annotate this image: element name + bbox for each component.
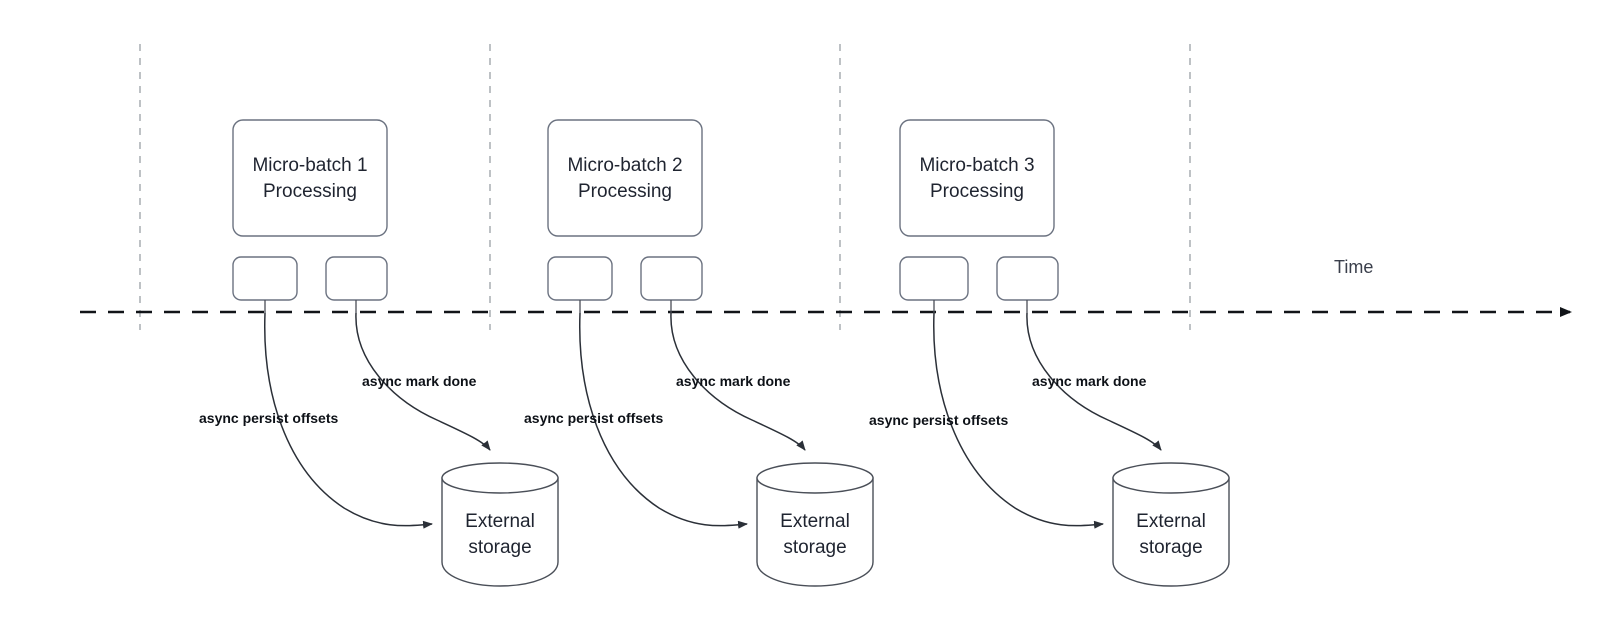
- edge-persist-offsets-3: [933, 312, 1104, 529]
- group-micro-batch-2: Micro-batch 2 Processing async persist o…: [524, 119, 874, 587]
- storage-label-2-line1: External: [780, 511, 850, 532]
- task-box-2a[interactable]: [547, 256, 613, 301]
- edge-label-persist-offsets-3: async persist offsets: [869, 412, 1008, 428]
- process-box-2-line1: Micro-batch 2: [567, 155, 682, 176]
- time-axis-label: Time: [1334, 257, 1373, 277]
- storage-label-1-line1: External: [465, 511, 535, 532]
- group-micro-batch-1: Micro-batch 1 Processing async persist o…: [199, 119, 559, 587]
- storage-cylinder-3-body[interactable]: [1112, 477, 1230, 587]
- task-box-1a[interactable]: [232, 256, 298, 301]
- task-box-3a[interactable]: [899, 256, 969, 301]
- storage-cylinder-3-top: [1112, 462, 1230, 494]
- edge-label-persist-offsets-2: async persist offsets: [524, 410, 663, 426]
- storage-cylinder-1-body[interactable]: [441, 477, 559, 587]
- edge-mark-done-3: [1026, 312, 1162, 451]
- storage-label-3-line2: storage: [1139, 537, 1202, 558]
- edge-persist-offsets-2: [579, 312, 748, 529]
- process-box-2-line2: Processing: [578, 181, 672, 202]
- process-box-2[interactable]: [547, 119, 703, 237]
- storage-label-2-line2: storage: [783, 537, 846, 558]
- storage-cylinder-1-top: [441, 462, 559, 494]
- process-box-1-line2: Processing: [263, 181, 357, 202]
- process-box-3-line2: Processing: [930, 181, 1024, 202]
- storage-label-3-line1: External: [1136, 511, 1206, 532]
- edge-label-persist-offsets-1: async persist offsets: [199, 410, 338, 426]
- group-micro-batch-3: Micro-batch 3 Processing async persist o…: [869, 119, 1230, 587]
- edge-label-mark-done-2: async mark done: [676, 373, 791, 389]
- storage-label-1-line2: storage: [468, 537, 531, 558]
- edge-label-mark-done-3: async mark done: [1032, 373, 1147, 389]
- edge-mark-done-2: [670, 312, 806, 451]
- task-box-1b[interactable]: [325, 256, 388, 301]
- edge-mark-done-1: [355, 312, 491, 451]
- process-box-3[interactable]: [899, 119, 1055, 237]
- process-box-1[interactable]: [232, 119, 388, 237]
- timeline-axis: Time: [80, 257, 1572, 317]
- period-tick-lines: [139, 44, 1191, 330]
- task-box-3b[interactable]: [996, 256, 1059, 301]
- edge-persist-offsets-1: [264, 312, 433, 529]
- process-box-3-line1: Micro-batch 3: [919, 155, 1034, 176]
- edge-label-mark-done-1: async mark done: [362, 373, 477, 389]
- storage-cylinder-2-body[interactable]: [756, 477, 874, 587]
- storage-cylinder-2-top: [756, 462, 874, 494]
- task-box-2b[interactable]: [640, 256, 703, 301]
- process-box-1-line1: Micro-batch 1: [252, 155, 367, 176]
